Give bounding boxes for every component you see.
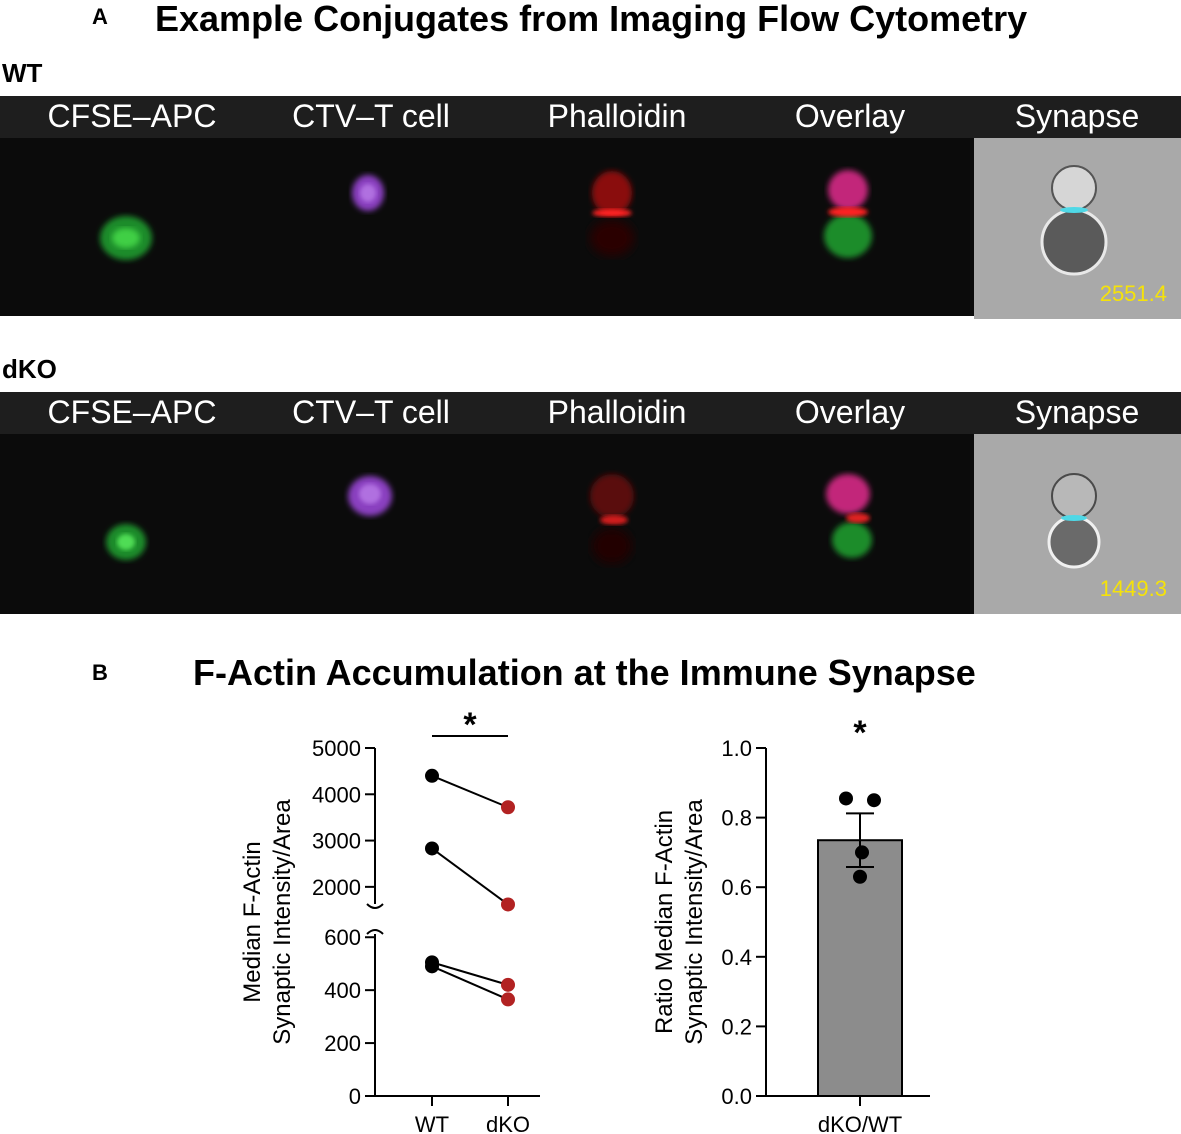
dko-synapse-value: 1449.3 <box>1099 576 1167 601</box>
pair-line <box>431 847 509 906</box>
pair-lines <box>431 774 509 1001</box>
dko-point <box>501 897 515 912</box>
wt-synapse-image: 2551.4 <box>974 138 1181 319</box>
row-label-wt: WT <box>2 58 43 88</box>
dko-point <box>501 992 515 1007</box>
paired-dot-chart: 2000 3000 4000 5000 0 200 400 600 WT dKO * Media… <box>239 706 540 1134</box>
wt-synapse-value: 2551.4 <box>1099 281 1167 306</box>
significance-asterisk: * <box>463 706 477 744</box>
axis-break-lower <box>366 929 384 935</box>
column-label-cfse-apc: CFSE–APC <box>47 98 217 134</box>
dko-synapse-image: 1449.3 <box>974 434 1181 614</box>
dko-overlay-cell <box>826 474 872 558</box>
y-tick-label: 200 <box>324 1031 361 1056</box>
dko-ctv-t-cell <box>348 476 392 516</box>
pair-line <box>431 965 509 1001</box>
row-label-dko: dKO <box>2 354 57 384</box>
dko-point <box>501 800 515 815</box>
x-tick-label: dKO <box>486 1112 530 1134</box>
y-axis: 2000 3000 4000 5000 0 200 400 600 <box>312 736 540 1109</box>
pair-line <box>431 961 509 986</box>
dko-phalloidin-cell <box>590 474 634 564</box>
x-axis: dKO/WT <box>818 1096 902 1134</box>
y-tick-label: 4000 <box>312 782 361 807</box>
y-tick-label: 0.4 <box>721 945 752 970</box>
x-tick-label: WT <box>415 1112 449 1134</box>
wt-point <box>425 841 439 856</box>
ratio-bar-chart: 0.0 0.2 0.4 0.6 0.8 1.0 dKO/WT * Ratio Median… <box>651 714 930 1134</box>
panel-b-title: F-Actin Accumulation at the Immune Synap… <box>193 652 976 693</box>
wt-point <box>425 768 439 783</box>
y-axis-label-line-2: Synaptic Intensity/Area <box>269 799 296 1045</box>
y-axis-label-line-1: Median F-Actin <box>239 841 266 1002</box>
column-label-ctv-t-cell: CTV–T cell <box>292 98 450 134</box>
wt-point <box>425 959 439 974</box>
wt-overlay-cell <box>824 170 872 258</box>
ratio-point <box>839 791 853 806</box>
axis-break-upper <box>366 903 384 909</box>
y-tick-label: 2000 <box>312 875 361 900</box>
panel-a-title: Example Conjugates from Imaging Flow Cyt… <box>155 0 1028 39</box>
panel-a-letter: A <box>92 4 108 29</box>
y-tick-label: 3000 <box>312 829 361 854</box>
ratio-point <box>867 793 881 808</box>
column-label-overlay: Overlay <box>794 98 906 134</box>
y-tick-label: 600 <box>324 925 361 950</box>
ratio-point <box>853 869 867 884</box>
y-axis-label-line-2: Synaptic Intensity/Area <box>681 799 708 1045</box>
column-label-synapse: Synapse <box>1014 394 1140 430</box>
dko-channel-header: CFSE–APC CTV–T cell Phalloidin Overlay S… <box>0 392 1181 434</box>
y-tick-label: 0.8 <box>721 806 752 831</box>
wt-ctv-t-cell <box>352 175 384 211</box>
y-tick-label: 0 <box>349 1084 361 1109</box>
column-label-ctv-t-cell: CTV–T cell <box>292 394 450 430</box>
dko-point <box>501 977 515 992</box>
column-label-phalloidin: Phalloidin <box>547 394 687 430</box>
wt-fluorescence-images <box>100 170 872 260</box>
wt-cfse-apc-cell <box>100 216 152 260</box>
ratio-point <box>855 845 869 860</box>
y-axis: 0.0 0.2 0.4 0.6 0.8 1.0 <box>721 736 930 1109</box>
pair-line <box>431 774 509 809</box>
x-axis: WT dKO <box>415 1096 530 1134</box>
y-tick-label: 0.2 <box>721 1014 752 1039</box>
column-label-synapse: Synapse <box>1014 98 1140 134</box>
data-points <box>839 791 881 884</box>
y-tick-label: 0.0 <box>721 1084 752 1109</box>
panel-b-letter: B <box>92 660 108 685</box>
dko-fluorescence-images <box>106 474 872 564</box>
y-tick-label: 1.0 <box>721 736 752 761</box>
column-label-overlay: Overlay <box>794 394 906 430</box>
dko-cfse-apc-cell <box>106 524 146 560</box>
y-tick-label: 0.6 <box>721 875 752 900</box>
y-tick-label: 5000 <box>312 736 361 761</box>
significance-asterisk: * <box>853 714 867 752</box>
wt-phalloidin-cell <box>590 171 634 256</box>
y-axis-label-line-1: Ratio Median F-Actin <box>651 810 678 1034</box>
y-tick-label: 400 <box>324 978 361 1003</box>
wt-channel-header: CFSE–APC CTV–T cell Phalloidin Overlay S… <box>0 96 1181 138</box>
data-points <box>425 768 515 1007</box>
x-tick-label: dKO/WT <box>818 1112 902 1134</box>
column-label-cfse-apc: CFSE–APC <box>47 394 217 430</box>
column-label-phalloidin: Phalloidin <box>547 98 687 134</box>
